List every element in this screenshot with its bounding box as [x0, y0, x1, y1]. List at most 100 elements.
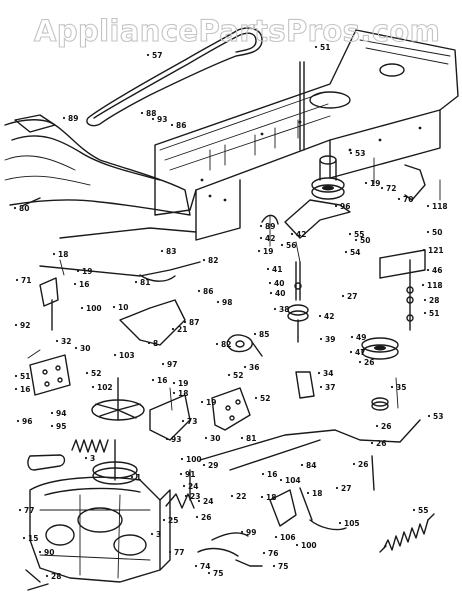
callout-leader-dot [422, 248, 426, 252]
callout-leader-dot [134, 280, 138, 284]
callout-label: 19 [82, 267, 92, 276]
callout-label: 82 [221, 340, 231, 349]
callout-80: 80 [13, 204, 29, 213]
callout-21: 21 [171, 325, 187, 334]
callout-leader-dot [16, 419, 20, 423]
callout-96: 96 [16, 417, 32, 426]
callout-leader-dot [266, 267, 270, 271]
callout-leader-dot [253, 332, 257, 336]
callout-label: 102 [97, 383, 113, 392]
callout-leader-dot [112, 305, 116, 309]
callout-50: 50 [426, 228, 442, 237]
callout-label: 26 [376, 439, 386, 448]
callout-leader-dot [257, 249, 261, 253]
callout-3: 3 [150, 530, 161, 539]
callout-leader-dot [261, 472, 265, 476]
callout-label: 121 [428, 246, 444, 255]
callout-label: 92 [20, 321, 30, 330]
callout-leader-dot [15, 278, 19, 282]
callout-118: 118 [426, 202, 448, 211]
callout-86: 86 [197, 287, 213, 296]
callout-18: 18 [260, 493, 276, 502]
callout-label: 95 [56, 422, 66, 431]
callout-leader-dot [160, 249, 164, 253]
callout-leader-dot [50, 411, 54, 415]
callout-26: 26 [358, 358, 374, 367]
callout-label: 77 [24, 506, 34, 515]
callout-label: 106 [280, 533, 296, 542]
callout-leader-dot [274, 535, 278, 539]
callout-label: 29 [208, 461, 218, 470]
callout-label: 88 [146, 109, 156, 118]
spring-95 [27, 439, 109, 471]
callout-32: 32 [55, 337, 71, 346]
callout-label: 93 [171, 435, 181, 444]
callout-leader-dot [273, 307, 277, 311]
callout-label: 15 [28, 534, 38, 543]
callout-label: 37 [325, 383, 335, 392]
callout-leader-dot [259, 224, 263, 228]
callout-leader-dot [197, 499, 201, 503]
callout-84: 84 [300, 461, 316, 470]
callout-87: 87 [183, 318, 199, 327]
callout-label: 40 [274, 279, 284, 288]
callout-label: 24 [203, 497, 213, 506]
callout-97: 97 [161, 360, 177, 369]
callout-leader-dot [80, 306, 84, 310]
callout-leader-dot [349, 350, 353, 354]
callout-leader-dot [390, 385, 394, 389]
callout-leader-dot [170, 123, 174, 127]
callout-leader-dot [300, 463, 304, 467]
callout-18: 18 [172, 389, 188, 398]
callout-label: 18 [266, 493, 276, 502]
callout-label: 51 [320, 43, 330, 52]
callout-37: 37 [319, 383, 335, 392]
callout-label: 32 [61, 337, 71, 346]
callout-75: 75 [272, 562, 288, 571]
callout-30: 30 [74, 344, 90, 353]
callout-leader-dot [314, 45, 318, 49]
callout-leader-dot [240, 436, 244, 440]
callout-leader-dot [319, 337, 323, 341]
callout-label: 52 [91, 369, 101, 378]
callout-19: 19 [364, 179, 380, 188]
callout-leader-dot [55, 339, 59, 343]
callout-95: 95 [50, 422, 66, 431]
callout-leader-dot [358, 360, 362, 364]
callout-label: 74 [200, 562, 210, 571]
callout-50: 50 [354, 236, 370, 245]
callout-leader-dot [162, 518, 166, 522]
callout-leader-dot [84, 456, 88, 460]
callout-label: 103 [119, 351, 135, 360]
callout-18: 18 [52, 250, 68, 259]
callout-104: 104 [279, 476, 301, 485]
callout-leader-dot [352, 462, 356, 466]
callout-label: 53 [433, 412, 443, 421]
callout-leader-dot [268, 281, 272, 285]
callout-24: 24 [197, 497, 213, 506]
callout-leader-dot [22, 536, 26, 540]
callout-leader-dot [350, 335, 354, 339]
callout-leader-dot [147, 341, 151, 345]
callout-93: 93 [151, 115, 167, 124]
callout-label: 52 [260, 394, 270, 403]
callout-83: 83 [160, 247, 176, 256]
shift-rod [165, 469, 249, 541]
callout-19: 19 [200, 398, 216, 407]
callout-label: 3 [156, 530, 161, 539]
callout-16: 16 [151, 376, 167, 385]
callout-label: 75 [278, 562, 288, 571]
callout-94: 94 [50, 409, 66, 418]
callout-29: 29 [202, 461, 218, 470]
callout-3: 3 [84, 454, 95, 463]
callout-leader-dot [113, 353, 117, 357]
callout-26: 26 [352, 460, 368, 469]
callout-label: 83 [166, 247, 176, 256]
callout-leader-dot [279, 478, 283, 482]
callout-36: 36 [243, 363, 259, 372]
callout-51: 51 [423, 309, 439, 318]
callout-42: 42 [290, 230, 306, 239]
callout-leader-dot [50, 424, 54, 428]
callout-label: 19 [206, 398, 216, 407]
callout-leader-dot [335, 486, 339, 490]
